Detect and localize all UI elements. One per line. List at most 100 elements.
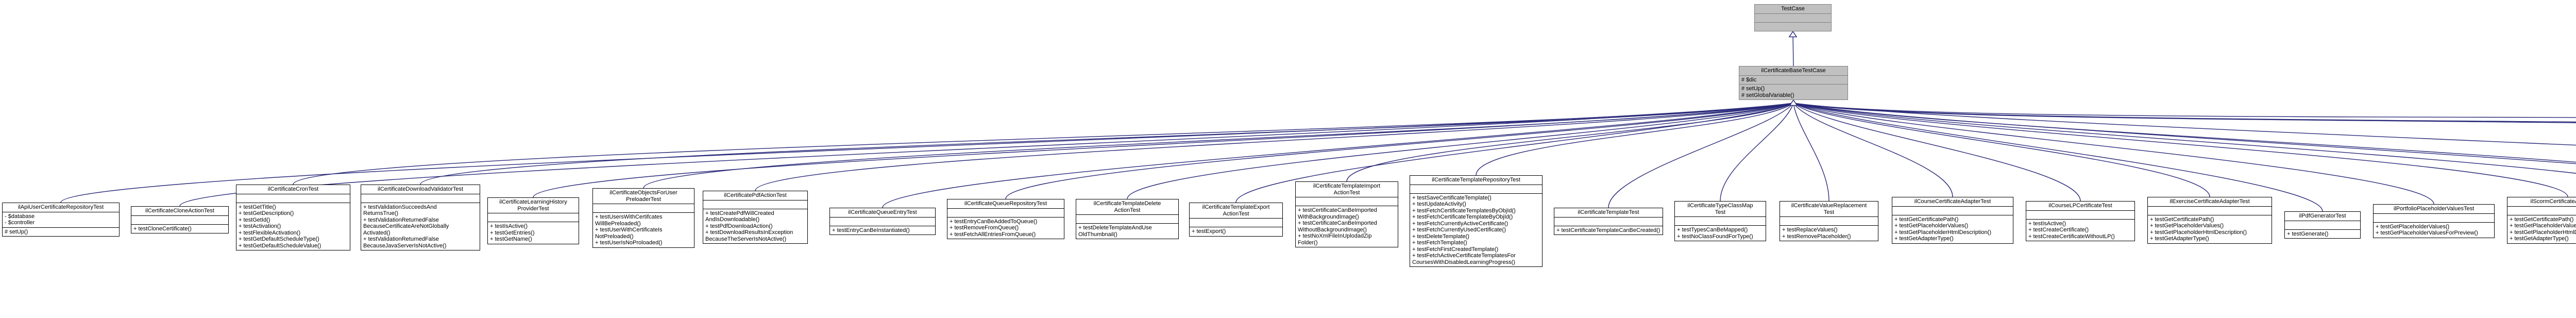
generalization-arrowhead <box>1788 30 1798 38</box>
uml-class-n21[interactable]: ilPortfolioPlaceholderValuesTest + testGe… <box>2373 204 2495 238</box>
uml-class-n20[interactable]: ilPdfGeneratorTest+ testGenerate() <box>2284 211 2361 239</box>
uml-attributes-compartment <box>1190 219 1282 227</box>
uml-attributes-compartment <box>1296 197 1398 206</box>
uml-attributes-compartment <box>1780 217 1878 226</box>
uml-class-n12[interactable]: ilCertificateTemplateImport ActionTest+ … <box>1295 181 1398 247</box>
generalization-edge <box>293 103 1794 185</box>
uml-operations-compartment: + testSaveCertificateTemplate() + testUp… <box>1412 194 1516 265</box>
uml-class-title: ilCertificateCronTest <box>236 185 350 194</box>
uml-class-testcase[interactable]: TestCase <box>1754 4 1832 31</box>
uml-attributes-compartment <box>236 194 350 203</box>
uml-class-n07[interactable]: ilCertificatePdfActionTest+ testCreatePd… <box>703 191 808 244</box>
uml-operations-compartment: + testIsActive() + testCreateCertificate… <box>2028 220 2115 240</box>
uml-class-title: ilExerciseCertificateAdapterTest <box>2148 197 2272 207</box>
uml-class-title: ilPdfGeneratorTest <box>2285 212 2360 221</box>
generalization-edge <box>420 103 1794 185</box>
generalization-edge <box>1793 103 2576 163</box>
uml-operations-compartment: + testGetCertificatePath() + testGetPlac… <box>2150 216 2247 242</box>
uml-class-title: ilCertificateTemplateTest <box>1554 208 1663 217</box>
uml-attributes-compartment <box>2285 221 2360 230</box>
uml-class-n16[interactable]: ilCertificateValueReplacement Test + test… <box>1780 201 1878 241</box>
generalization-edge <box>1793 103 2576 174</box>
generalization-edge <box>1793 103 2210 197</box>
uml-class-n01[interactable]: ilApiUserCertificateRepositoryTest- $dat… <box>2 203 120 237</box>
uml-class-title: ilCertificateQueueEntryTest <box>830 208 935 217</box>
uml-attributes-compartment <box>2374 214 2494 223</box>
uml-attributes-compartment: - $database - $controller <box>3 212 119 228</box>
uml-class-n13[interactable]: ilCertificateTemplateRepositoryTest + tes… <box>1410 175 1543 267</box>
uml-operations-compartment: + testCertificateTemplateCanBeCreated() <box>1556 227 1660 233</box>
uml-attributes-compartment <box>2507 207 2576 215</box>
generalization-edge <box>1793 103 2576 164</box>
uml-operations-compartment: + testCloneCertificate() <box>133 225 192 232</box>
uml-class-title: ilCertificateTemplateRepositoryTest <box>1410 176 1542 185</box>
uml-attributes-compartment <box>131 216 228 225</box>
generalization-edge <box>1793 103 1829 202</box>
uml-class-title: ilCourseLPCertificateTest <box>2026 202 2134 211</box>
generalization-edge <box>755 103 1794 191</box>
uml-class-title: TestCase <box>1755 5 1831 14</box>
uml-class-n22[interactable]: ilScormCertificateAdapterTest+ testGetCe… <box>2507 197 2576 244</box>
uml-attributes-compartment <box>703 200 807 209</box>
uml-operations-compartment: + testEntryCanBeAddedToQueue() + testRem… <box>950 218 1038 238</box>
uml-class-n11[interactable]: ilCertificateTemplateExport ActionTest + … <box>1189 203 1283 237</box>
uml-class-base[interactable]: ilCertificateBaseTestCase# $dic# setUp()… <box>1739 66 1848 100</box>
uml-class-n03[interactable]: ilCertificateCronTest + testGetTitle() + … <box>236 185 350 250</box>
uml-class-n15[interactable]: ilCertificateTypeClassMap Test+ testType… <box>1674 201 1766 241</box>
uml-operations-compartment <box>1755 23 1831 31</box>
uml-class-title: ilCertificateObjectsForUser PreloaderTes… <box>593 189 694 204</box>
uml-attributes-compartment <box>1554 217 1663 226</box>
uml-class-title: ilCertificatePdfActionTest <box>703 191 807 200</box>
generalization-edge <box>1793 103 2576 123</box>
uml-class-n04[interactable]: ilCertificateDownloadValidatorTest + test… <box>361 185 480 250</box>
generalization-edge <box>1793 103 1953 197</box>
uml-class-n17[interactable]: ilCourseCertificateAdapterTest + testGetC… <box>1892 197 2013 244</box>
uml-class-n05[interactable]: ilCertificateLearningHistory ProviderTes… <box>487 197 579 244</box>
uml-class-title: ilCertificateValueReplacement Test <box>1780 202 1878 217</box>
uml-class-title: ilCertificateLearningHistory ProviderTes… <box>488 198 579 213</box>
generalization-edge <box>533 103 1794 198</box>
uml-operations-compartment: + testExport() <box>1192 228 1226 235</box>
uml-class-n06[interactable]: ilCertificateObjectsForUser PreloaderTes… <box>592 188 694 248</box>
uml-class-n18[interactable]: ilCourseLPCertificateTest + testIsActive(… <box>2026 201 2135 241</box>
uml-operations-compartment: + testGetCertificatePath() + testGetPlac… <box>1894 216 1991 242</box>
uml-operations-compartment: + testReplaceValues() + testRemovePlaceh… <box>1782 227 1851 240</box>
uml-class-title: ilCertificateTemplateImport ActionTest <box>1296 182 1398 197</box>
generalization-edge <box>1005 103 1794 199</box>
uml-attributes-compartment <box>593 204 694 213</box>
uml-class-n02[interactable]: ilCertificateCloneActionTest + testCloneC… <box>131 206 229 233</box>
uml-operations-compartment: # setUp() <box>5 228 28 235</box>
uml-class-title: ilPortfolioPlaceholderValuesTest <box>2374 205 2494 214</box>
uml-operations-compartment: + testGetCertificatePath() + testGetPlac… <box>2510 216 2576 242</box>
uml-class-title: ilCertificateTypeClassMap Test <box>1675 202 1766 217</box>
uml-attributes-compartment <box>947 209 1064 217</box>
generalization-edge <box>643 103 1794 189</box>
uml-attributes-compartment <box>1892 207 2013 215</box>
generalization-edge <box>1793 103 2576 118</box>
uml-operations-compartment: + testDeleteTemplateAndUse OldThumbnail(… <box>1078 225 1152 238</box>
uml-operations-compartment: + testGetTitle() + testGetDescription() … <box>239 204 321 249</box>
uml-class-title: ilApiUserCertificateRepositoryTest <box>3 203 119 212</box>
uml-class-title: ilCertificateTemplateExport ActionTest <box>1190 203 1282 219</box>
uml-class-n09[interactable]: ilCertificateQueueRepositoryTest+ testEn… <box>947 199 1064 239</box>
uml-class-title: ilCertificateDownloadValidatorTest <box>361 185 480 194</box>
uml-attributes-compartment <box>1410 185 1542 194</box>
generalization-arrowhead <box>1789 99 1798 106</box>
uml-operations-compartment: + testUsersWithCertifcates WillBePreload… <box>595 214 663 246</box>
uml-attributes-compartment <box>1755 14 1831 23</box>
uml-class-title: ilCourseCertificateAdapterTest <box>1892 197 2013 207</box>
uml-class-n10[interactable]: ilCertificateTemplateDelete ActionTest+ … <box>1076 199 1179 239</box>
uml-operations-compartment: + testValidationSucceedsAnd ReturnsTrue(… <box>363 204 449 249</box>
uml-operations-compartment: + testIsActive() + testGetEntries() + te… <box>490 223 535 242</box>
generalization-edge <box>1793 103 2576 146</box>
uml-operations-compartment: + testGetPlaceholderValues() + testGetPl… <box>2376 223 2478 237</box>
uml-class-n08[interactable]: ilCertificateQueueEntryTest + testEntryCa… <box>829 208 936 235</box>
uml-class-title: ilCertificateCloneActionTest <box>131 207 228 216</box>
uml-class-n14[interactable]: ilCertificateTemplateTest + testCertifica… <box>1554 208 1663 235</box>
uml-attributes-compartment <box>361 194 480 203</box>
uml-attributes-compartment <box>830 217 935 226</box>
uml-class-n19[interactable]: ilExerciseCertificateAdapterTest + testGe… <box>2147 197 2272 244</box>
uml-operations-compartment: + testEntryCanBeInstantiated() <box>832 227 910 233</box>
uml-attributes-compartment <box>2148 207 2272 215</box>
